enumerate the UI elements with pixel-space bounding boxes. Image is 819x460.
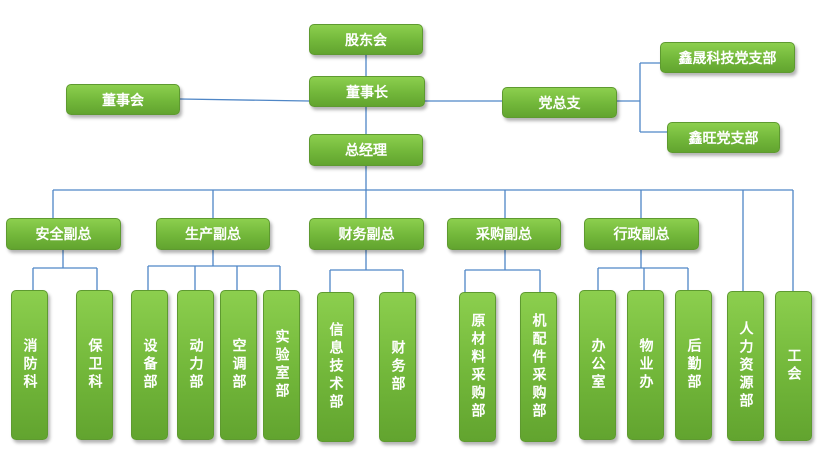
node-dept-finance: 财务部 [379,292,416,442]
node-vp-admin: 行政副总 [584,218,699,250]
node-xinwang-branch: 鑫旺党支部 [667,122,780,153]
node-dept-fire: 消防科 [11,290,48,440]
node-dept-raw: 原材料采购部 [459,292,496,442]
node-dept-air: 空调部 [220,290,257,440]
node-dept-property: 物业办 [627,290,664,440]
node-dept-equipment: 设备部 [131,290,168,440]
node-dept-office: 办公室 [579,290,616,440]
node-dept-it: 信息技术部 [317,292,354,442]
node-dept-union: 工会 [775,291,812,441]
node-dept-lab: 实验室部 [263,290,300,440]
node-vp-safety: 安全副总 [6,218,121,250]
node-xinsheng-branch: 鑫晟科技党支部 [660,42,795,73]
node-dept-parts: 机配件采购部 [520,292,557,442]
node-vp-production: 生产副总 [156,218,270,250]
node-dept-security: 保卫科 [76,290,113,440]
node-general-manager: 总经理 [309,134,423,166]
node-shareholders: 股东会 [309,24,423,55]
node-party-branch: 党总支 [502,87,617,118]
connector [179,98,310,102]
node-vp-procurement: 采购副总 [447,218,561,250]
node-dept-logistics: 后勤部 [675,290,712,440]
node-board: 董事会 [66,84,180,115]
node-dept-power: 动力部 [177,290,214,440]
node-dept-hr: 人力资源部 [727,291,764,441]
node-chairman: 董事长 [309,76,425,107]
node-vp-finance: 财务副总 [309,218,424,250]
